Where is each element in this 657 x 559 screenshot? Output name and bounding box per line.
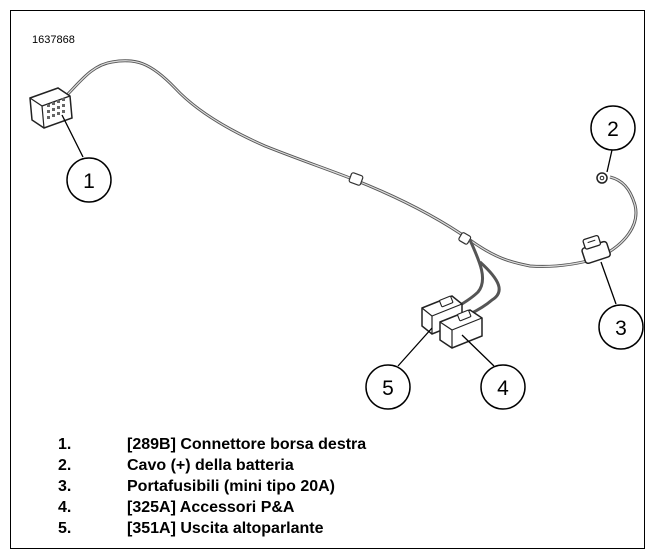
accessory-connector [439,309,483,349]
leader-line-4 [461,334,495,367]
ring-terminal [596,172,608,184]
legend-item: 1. [289B] Connettore borsa destra [58,434,366,455]
legend-item: 2. Cavo (+) della batteria [58,455,366,476]
leader-line-5 [397,327,433,367]
legend-text: Portafusibili (mini tipo 20A) [127,478,336,495]
callout-4: 4 [480,364,526,410]
legend-list: 1. [289B] Connettore borsa destra 2. Cavo … [58,434,366,539]
legend-item: 3. Portafusibili (mini tipo 20A) [58,476,366,497]
callout-5: 5 [365,364,411,410]
saddlebag-connector [29,87,73,129]
leader-line-1 [61,114,84,158]
svg-text:5: 5 [382,377,394,400]
cable-clip [348,172,364,186]
callout-1: 1 [66,157,112,203]
legend-number: 4. [58,499,72,516]
legend-text: [325A] Accessori P&A [127,499,295,516]
legend-text: [351A] Uscita altoparlante [127,520,324,537]
legend-item: 5. [351A] Uscita altoparlante [58,518,366,539]
figure-frame [10,10,645,549]
fuse-holder [581,234,611,265]
legend-number: 2. [58,457,72,474]
legend-text: Cavo (+) della batteria [127,457,294,474]
svg-text:4: 4 [497,377,509,400]
callout-2: 2 [590,105,636,151]
legend-text: [289B] Connettore borsa destra [127,436,367,453]
svg-text:1: 1 [83,170,95,193]
main-harness-cable [64,59,599,268]
figure-id: 1637868 [32,34,75,46]
svg-text:2: 2 [607,118,619,141]
leader-line-2 [606,149,613,173]
callout-3: 3 [598,304,644,350]
leader-line-3 [600,261,617,305]
legend-number: 5. [58,520,72,537]
legend-item: 4. [325A] Accessori P&A [58,497,366,518]
legend-number: 1. [58,436,72,453]
svg-text:3: 3 [615,317,627,340]
legend-number: 3. [58,478,72,495]
